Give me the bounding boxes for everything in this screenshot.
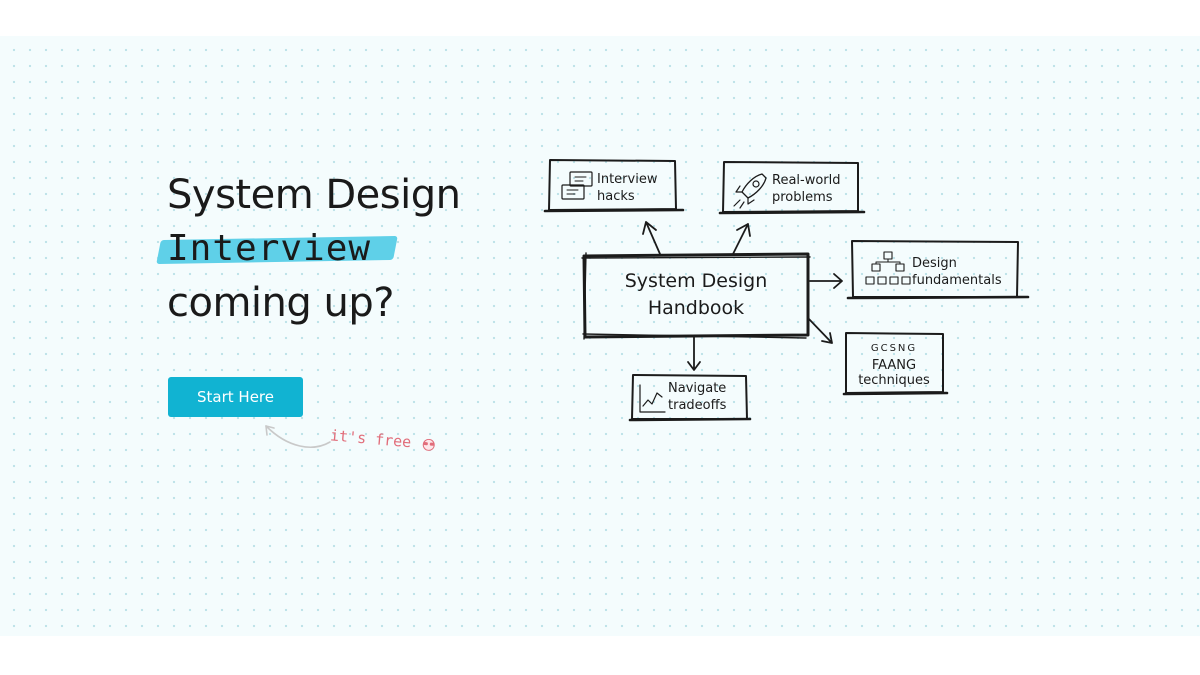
- design-fundamentals-line-1: Design: [912, 256, 957, 271]
- hero-heading: System Design Interview coming up?: [156, 168, 461, 330]
- heading-line-3: coming up?: [167, 280, 394, 326]
- line-chart-icon: [639, 384, 666, 413]
- hierarchy-icon: [865, 251, 911, 285]
- real-world-line-2: problems: [772, 190, 833, 205]
- heading-line-2: Interview: [156, 222, 460, 276]
- interview-hacks-line-1: Interview: [597, 172, 658, 187]
- node-interview-hacks[interactable]: Interview hacks: [543, 159, 685, 213]
- real-world-line-1: Real-world: [772, 173, 841, 188]
- node-faang-techniques[interactable]: GCSNG FAANG techniques: [842, 332, 949, 396]
- node-real-world-problems[interactable]: Real-world problems: [718, 161, 866, 215]
- free-note: it's free: [329, 426, 438, 453]
- sunglasses-icon: [423, 438, 436, 451]
- node-navigate-tradeoffs[interactable]: Navigate tradeoffs: [628, 374, 752, 422]
- tradeoffs-line-2: tradeoffs: [668, 398, 727, 413]
- tradeoffs-line-1: Navigate: [668, 381, 726, 396]
- interview-hacks-line-2: hacks: [597, 189, 635, 204]
- center-line-1: System Design: [625, 270, 768, 292]
- start-here-button[interactable]: Start Here: [168, 377, 303, 417]
- node-design-fundamentals[interactable]: Design fundamentals: [846, 240, 1030, 300]
- rocket-icon: [733, 173, 767, 209]
- heading-highlight: Interview: [156, 222, 460, 276]
- curved-arrow-icon: [265, 425, 331, 448]
- company-logos-icon: GCSNG: [871, 343, 917, 354]
- heading-line-1: System Design: [167, 172, 461, 218]
- faang-line-2: techniques: [858, 373, 930, 388]
- faang-line-1: FAANG: [872, 358, 916, 373]
- heading-highlight-text: Interview: [167, 228, 372, 269]
- center-line-2: Handbook: [648, 297, 744, 319]
- node-center-handbook[interactable]: System Design Handbook: [581, 252, 811, 340]
- diagram-arrows: [642, 221, 843, 371]
- id-card-icon: [561, 171, 593, 200]
- design-fundamentals-line-2: fundamentals: [912, 273, 1002, 288]
